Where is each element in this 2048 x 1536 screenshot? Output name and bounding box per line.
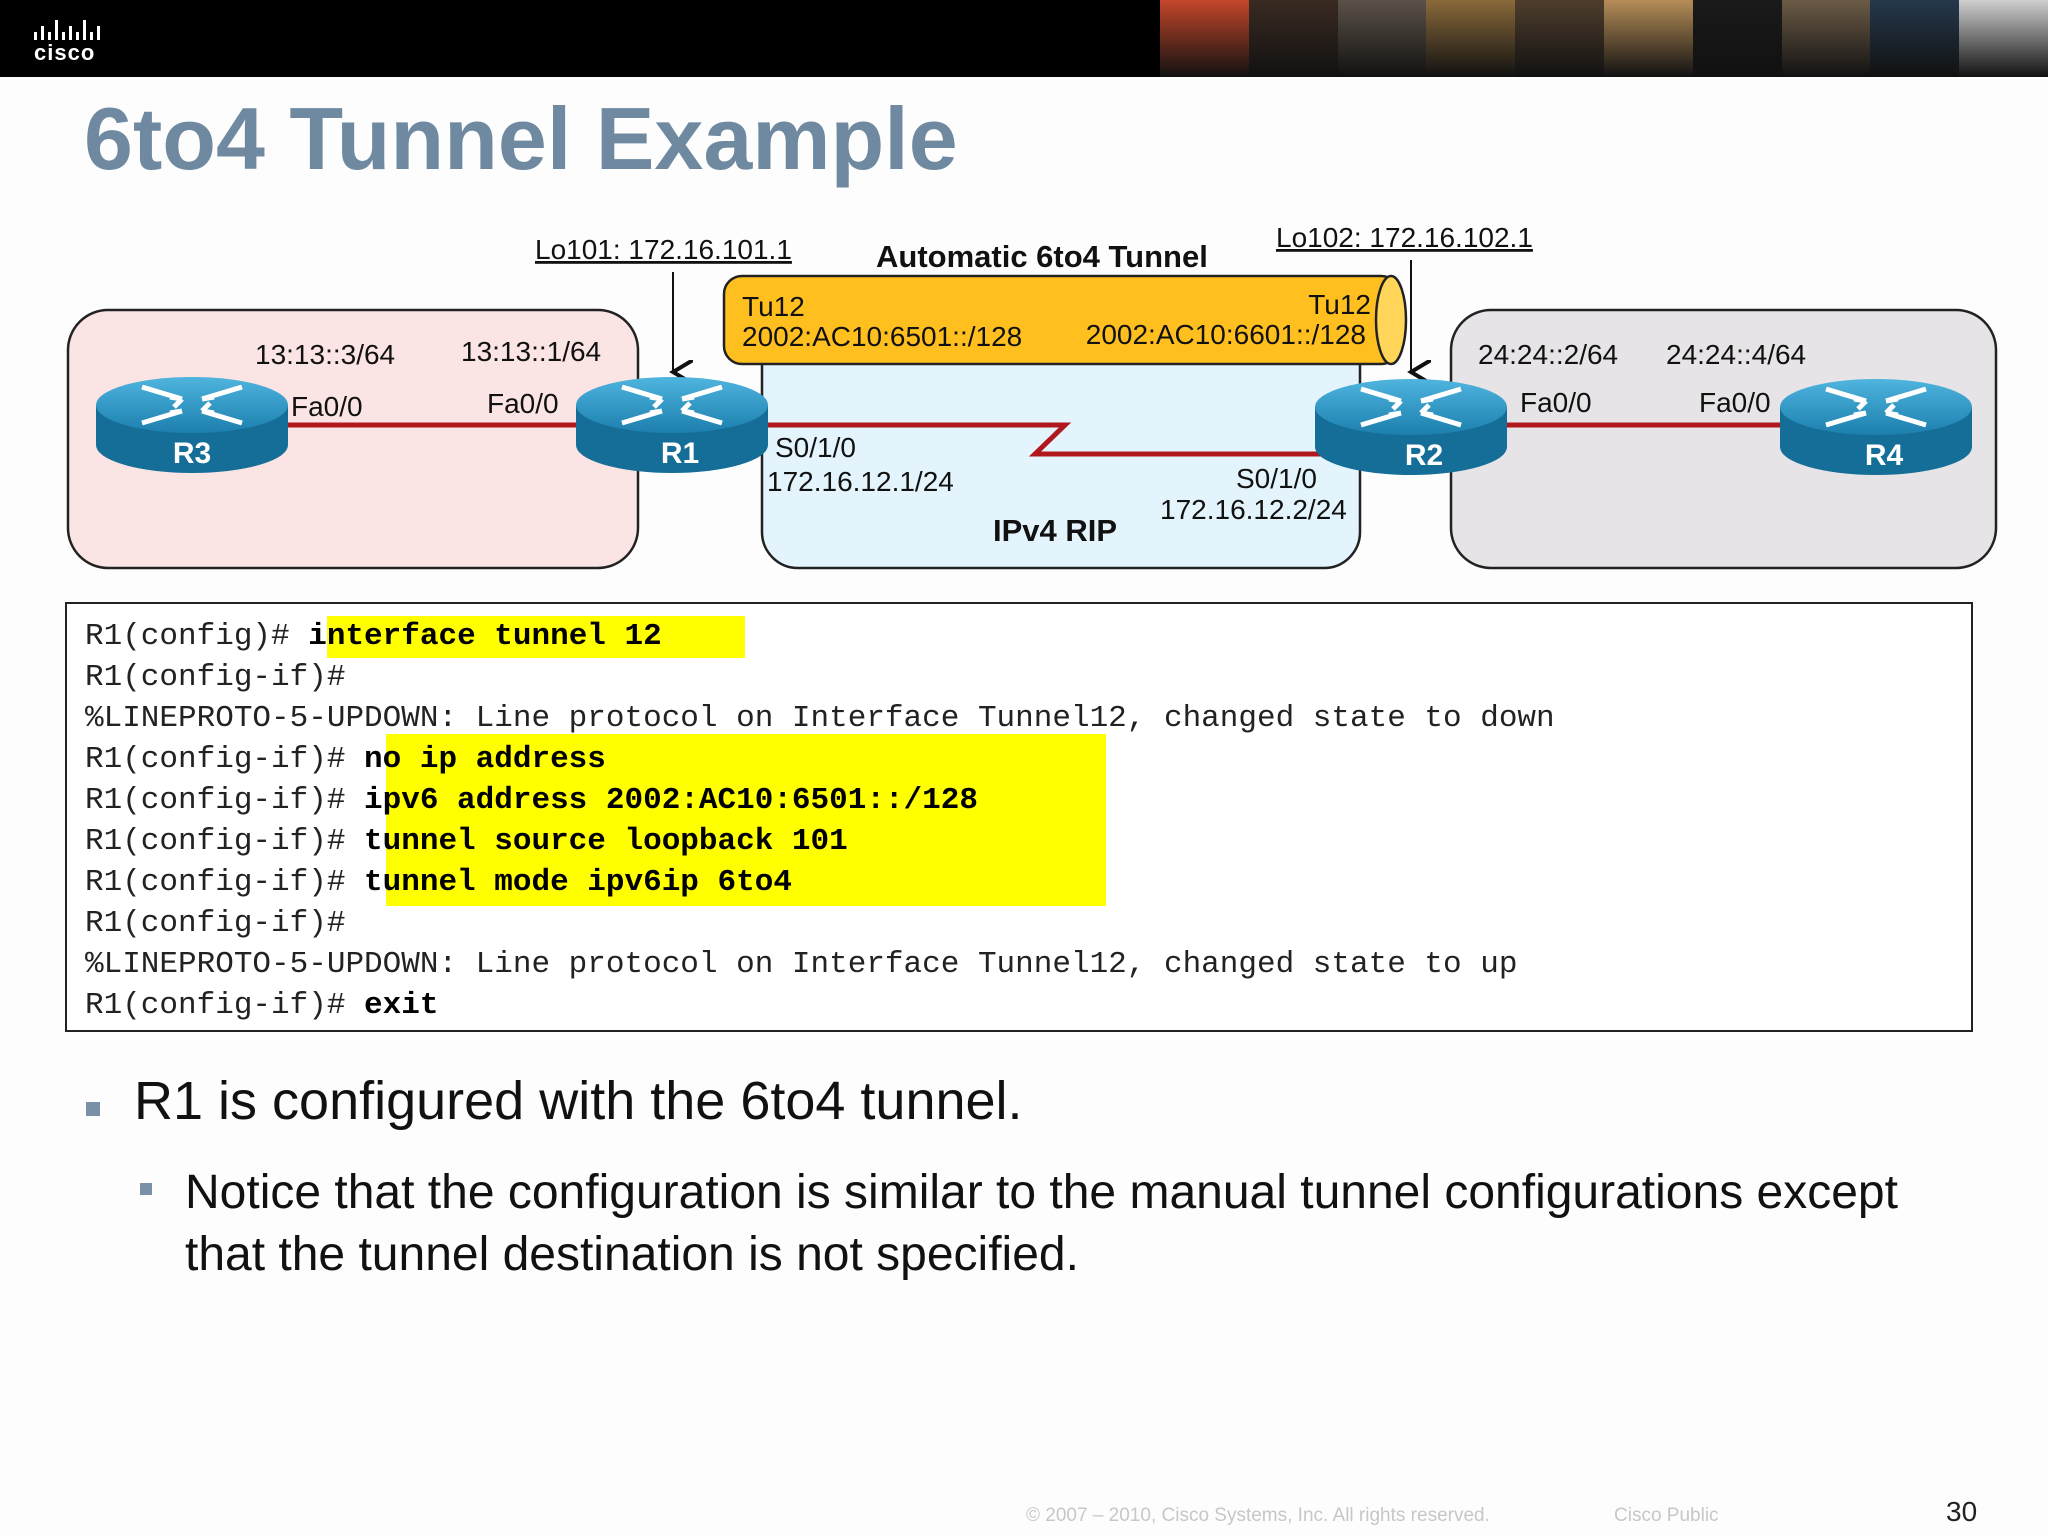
header-photo bbox=[1337, 0, 1427, 77]
r2-wan-interface: S0/1/0 bbox=[1236, 463, 1317, 494]
highlight-tunnel-commands bbox=[386, 734, 1106, 906]
header-photo bbox=[1160, 0, 1249, 77]
classification-text: Cisco Public bbox=[1614, 1505, 1719, 1526]
router-r4-label: R4 bbox=[1865, 439, 1904, 472]
tunnel-right-interface: Tu12 bbox=[1308, 289, 1371, 320]
router-r1-icon bbox=[576, 377, 768, 473]
cli-output-box: R1(config)# interface tunnel 12 R1(confi… bbox=[65, 602, 1973, 1032]
r1-lan-ipv6-address: 13:13::1/64 bbox=[461, 336, 601, 367]
cisco-logo-text: cisco bbox=[34, 40, 96, 65]
r3-ipv6-address: 13:13::3/64 bbox=[255, 339, 395, 370]
router-r2-icon bbox=[1315, 379, 1507, 475]
header-photo bbox=[1515, 0, 1604, 77]
r4-interface: Fa0/0 bbox=[1699, 387, 1771, 418]
header-photo bbox=[1959, 0, 2048, 77]
header-bar: cisco bbox=[0, 0, 2048, 77]
r2-lan-interface: Fa0/0 bbox=[1520, 387, 1592, 418]
router-r1-label: R1 bbox=[661, 437, 699, 470]
cisco-logo bbox=[34, 20, 100, 40]
tunnel-left-address: 2002:AC10:6501::/128 bbox=[742, 321, 1022, 352]
r1-wan-interface: S0/1/0 bbox=[775, 432, 856, 463]
cli-line: R1(config-if)# exit bbox=[85, 988, 439, 1023]
tunnel-left-interface: Tu12 bbox=[742, 291, 805, 322]
cli-line: %LINEPROTO-5-UPDOWN: Line protocol on In… bbox=[85, 947, 1518, 982]
router-r4-icon bbox=[1780, 379, 1972, 475]
header-photo bbox=[1603, 0, 1693, 77]
cli-line: R1(config-if)# tunnel source loopback 10… bbox=[85, 824, 848, 859]
router-r2-label: R2 bbox=[1405, 439, 1443, 472]
r2-wan-address: 172.16.12.2/24 bbox=[1160, 494, 1347, 525]
lo101-label: Lo101: 172.16.101.1 bbox=[535, 234, 792, 265]
header-photo bbox=[1870, 0, 1960, 77]
ipv4-rip-label: IPv4 RIP bbox=[993, 513, 1117, 548]
r4-ipv6-address: 24:24::4/64 bbox=[1666, 339, 1806, 370]
tunnel-title: Automatic 6to4 Tunnel bbox=[876, 239, 1208, 274]
tunnel-right-address: 2002:AC10:6601::/128 bbox=[1086, 319, 1366, 350]
cli-line: R1(config-if)# bbox=[85, 906, 346, 941]
r2-lan-ipv6-address: 24:24::2/64 bbox=[1478, 339, 1618, 370]
header-photo bbox=[1248, 0, 1338, 77]
header-photo bbox=[1426, 0, 1516, 77]
r1-lan-interface: Fa0/0 bbox=[487, 388, 559, 419]
cli-line: R1(config-if)# no ip address bbox=[85, 742, 606, 777]
serial-link-r1-r2 bbox=[760, 422, 1345, 457]
copyright-text: © 2007 – 2010, Cisco Systems, Inc. All r… bbox=[1026, 1505, 1490, 1526]
network-diagram: R3 R1 R2 R4 Automatic 6to4 Tunnel Lo101:… bbox=[66, 222, 1998, 570]
r1-wan-address: 172.16.12.1/24 bbox=[767, 466, 954, 497]
bullet-sub: Notice that the configuration is similar… bbox=[185, 1166, 1898, 1281]
header-photo bbox=[1781, 0, 1871, 77]
router-r3-icon bbox=[96, 377, 288, 473]
cli-line: R1(config)# interface tunnel 12 bbox=[85, 619, 662, 654]
cli-line: R1(config-if)# bbox=[85, 660, 346, 695]
bullet-marker bbox=[86, 1102, 100, 1116]
r3-interface: Fa0/0 bbox=[291, 391, 363, 422]
sub-bullet-marker bbox=[140, 1183, 152, 1195]
6to4-tunnel-tube bbox=[722, 274, 1408, 366]
header-photo bbox=[1692, 0, 1782, 77]
cli-line: %LINEPROTO-5-UPDOWN: Line protocol on In… bbox=[85, 701, 1555, 736]
page-number: 30 bbox=[1946, 1496, 1978, 1527]
bullet-main: R1 is configured with the 6to4 tunnel. bbox=[134, 1071, 1023, 1131]
slide-title: 6to4 Tunnel Example bbox=[84, 89, 958, 188]
cli-line: R1(config-if)# ipv6 address 2002:AC10:65… bbox=[85, 783, 978, 818]
lo102-label: Lo102: 172.16.102.1 bbox=[1276, 222, 1533, 253]
highlight-interface-tunnel bbox=[327, 616, 745, 658]
router-r3-label: R3 bbox=[173, 437, 211, 470]
cli-line: R1(config-if)# tunnel mode ipv6ip 6to4 bbox=[85, 865, 792, 900]
header-photo-strip bbox=[1160, 0, 2048, 77]
